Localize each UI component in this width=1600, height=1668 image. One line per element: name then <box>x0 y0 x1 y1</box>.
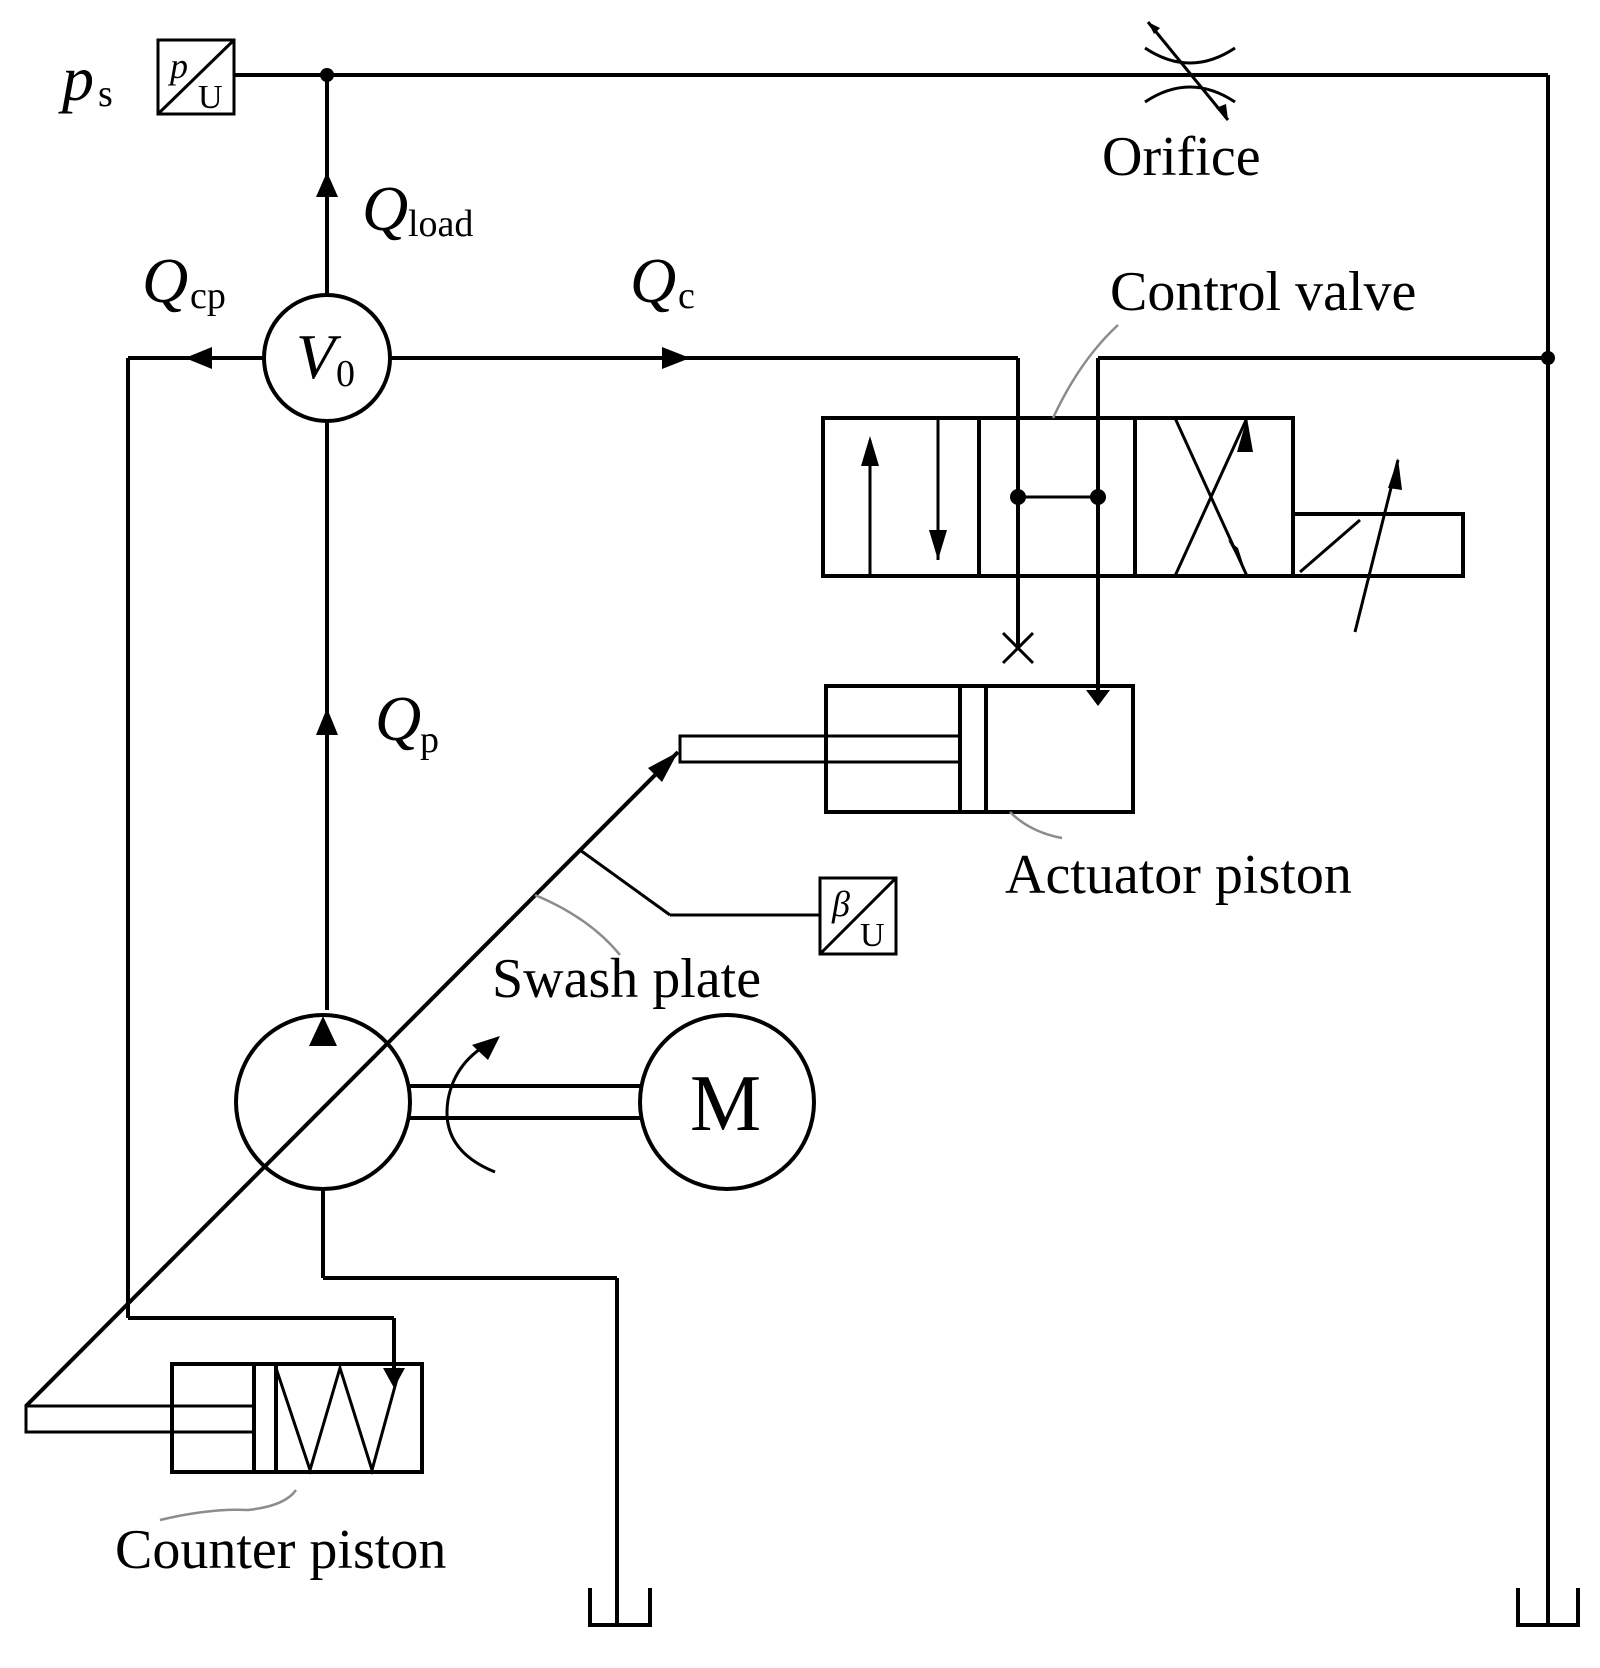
actuator-piston-leader <box>1009 811 1063 840</box>
angle-sensor-top: β <box>831 884 850 924</box>
control-valve <box>821 416 1465 633</box>
motor: M <box>638 1013 816 1191</box>
angle-sensor-bottom: U <box>860 917 885 954</box>
orifice-symbol <box>1144 21 1236 121</box>
counter-piston-leader <box>159 1489 298 1522</box>
q-cp-sub: cp <box>190 275 226 317</box>
pressure-sensor-bottom: U <box>198 79 223 116</box>
q-load-main: Q <box>362 173 408 244</box>
counter-piston-label: Counter piston <box>115 1519 446 1581</box>
swash-plate-label: Swash plate <box>492 948 761 1010</box>
q-p-main: Q <box>375 683 421 754</box>
v0-main: V <box>296 321 342 392</box>
tank-right <box>1516 1588 1580 1627</box>
pump-flow-line <box>316 421 338 1010</box>
counter-piston <box>24 1362 424 1476</box>
suction-line <box>321 1189 619 1625</box>
swash-plate-leader <box>534 893 621 956</box>
counter-piston-flow-line <box>126 347 405 1388</box>
actuator-piston <box>678 684 1135 814</box>
ps-sub: s <box>98 73 113 115</box>
q-c-main: Q <box>630 245 676 316</box>
q-c-label: Q c <box>630 245 695 317</box>
pressure-sensor: p U <box>156 38 236 116</box>
swash-plate <box>24 750 820 1408</box>
q-cp-main: Q <box>142 245 188 316</box>
tank-left <box>588 1588 652 1627</box>
plugged-port <box>1001 631 1035 665</box>
angle-sensor: β U <box>818 876 898 956</box>
pump <box>234 1013 640 1191</box>
q-load-sub: load <box>408 203 473 245</box>
orifice-label: Orifice <box>1102 126 1261 188</box>
control-valve-label: Control valve <box>1110 261 1416 323</box>
control-flow-line <box>390 347 1020 650</box>
ps-label: p s <box>58 43 113 115</box>
valve-return-line <box>1086 351 1555 706</box>
ps-main: p <box>58 43 94 114</box>
v0-node: V 0 <box>262 293 392 423</box>
q-p-sub: p <box>420 719 439 761</box>
v0-sub: 0 <box>336 353 355 395</box>
control-valve-leader <box>1051 324 1119 419</box>
q-p-label: Q p <box>375 683 439 761</box>
q-cp-label: Q cp <box>142 245 226 317</box>
pressure-sensor-top: p <box>167 46 188 86</box>
q-load-label: Q load <box>362 173 473 245</box>
load-flow-line <box>316 75 338 295</box>
q-c-sub: c <box>678 275 695 317</box>
motor-label: M <box>690 1060 761 1148</box>
actuator-piston-label: Actuator piston <box>1005 844 1352 906</box>
